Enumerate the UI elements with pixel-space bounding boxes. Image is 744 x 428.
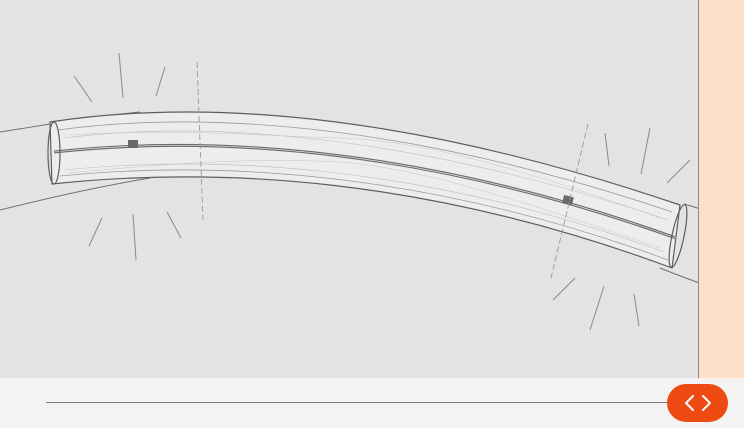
tube-illustration (0, 52, 744, 331)
slider-handle[interactable] (667, 384, 728, 422)
chevron-left-right-icon (684, 395, 711, 411)
slider-track[interactable] (46, 402, 678, 403)
comparison-viewport (0, 0, 744, 378)
comparison-slider-bar (0, 378, 744, 428)
comparison-overlay-panel (698, 0, 744, 378)
